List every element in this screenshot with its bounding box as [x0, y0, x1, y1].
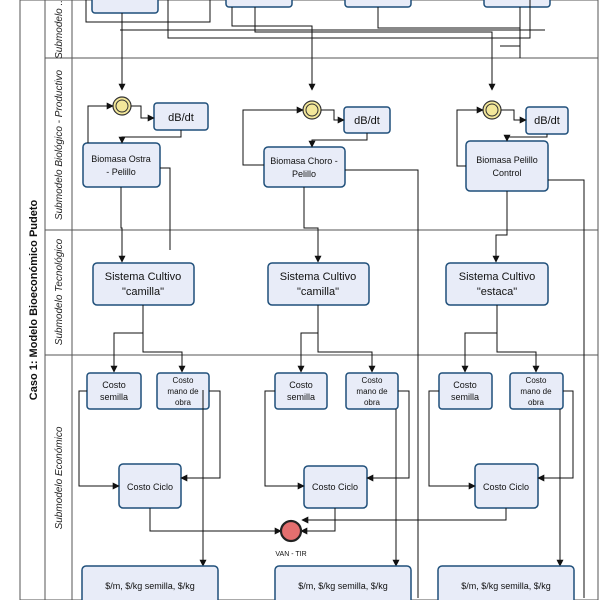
costo-ciclo-3-label: Costo Ciclo	[483, 482, 529, 492]
precios-box-2[interactable]	[274, 565, 412, 600]
sistema-1-line-2: "camilla"	[122, 286, 164, 298]
biomasa-3-line-2: Control	[492, 168, 521, 178]
biomasa-ostra-pelillo[interactable]	[82, 142, 161, 188]
costo-mano-3-l1: Costo	[526, 376, 547, 385]
costo-semilla-3[interactable]	[438, 372, 493, 410]
costo-ciclo-1-label: Costo Ciclo	[127, 482, 173, 492]
costo-semilla-3-l1: Costo	[453, 380, 477, 390]
biomasa-pelillo-control[interactable]	[465, 140, 549, 192]
costo-mano-2-l2: mano de	[356, 387, 388, 396]
rate-label-1: dB/dt	[168, 112, 194, 124]
top-box-3[interactable]	[344, 0, 412, 8]
sistema-3-line-1: Sistema Cultivo	[459, 271, 535, 283]
sistema-cultivo-camilla-2[interactable]	[267, 262, 370, 306]
top-box-1[interactable]	[91, 0, 159, 14]
costo-semilla-2-l1: Costo	[289, 380, 313, 390]
rate-label-3: dB/dt	[534, 115, 560, 127]
costo-semilla-3-l2: semilla	[451, 392, 479, 402]
lane-label-economico: Submodelo Económico	[54, 426, 65, 529]
biomasa-1-line-2: - Pelillo	[106, 167, 136, 177]
lane-label-tecnologico: Submodelo Tecnológico	[54, 238, 65, 345]
costo-mano-2-l1: Costo	[362, 376, 383, 385]
biomasa-choro-pelillo[interactable]	[263, 146, 346, 188]
costo-mano-3-l2: mano de	[520, 387, 552, 396]
biomasa-1-line-1: Biomasa Ostra	[91, 154, 151, 164]
van-tir-end-event	[279, 519, 303, 543]
biomasa-2-line-2: Pelillo	[292, 169, 316, 179]
biomasa-2-line-1: Biomasa Choro -	[270, 156, 338, 166]
costo-mano-2-l3: obra	[364, 398, 381, 407]
costo-semilla-2[interactable]	[274, 372, 328, 410]
sistema-1-line-1: Sistema Cultivo	[105, 271, 181, 283]
top-box-4[interactable]	[483, 0, 551, 8]
sistema-cultivo-camilla-1[interactable]	[92, 262, 195, 306]
top-box-2[interactable]	[225, 0, 293, 8]
sistema-3-line-2: "estaca"	[477, 286, 517, 298]
costo-mano-1-l1: Costo	[173, 376, 194, 385]
precios-box-1[interactable]	[81, 565, 219, 600]
van-tir-label: VAN - TIR	[275, 551, 306, 558]
precios-2-label: $/m, $/kg semilla, $/kg	[298, 581, 388, 591]
precios-box-3[interactable]	[437, 565, 575, 600]
costo-mano-1-l2: mano de	[167, 387, 199, 396]
costo-semilla-1-l2: semilla	[100, 392, 128, 402]
costo-ciclo-2-label: Costo Ciclo	[312, 482, 358, 492]
costo-semilla-2-l2: semilla	[287, 392, 315, 402]
lane-label-top: Submodelo ...	[54, 0, 65, 59]
precios-3-label: $/m, $/kg semilla, $/kg	[461, 581, 551, 591]
costo-semilla-1-l1: Costo	[102, 380, 126, 390]
sistema-cultivo-estaca[interactable]	[445, 262, 549, 306]
pool-title: Caso 1: Modelo Bioeconómico Pudeto	[28, 199, 40, 400]
biomasa-3-line-1: Biomasa Pelillo	[476, 155, 538, 165]
lane-label-biologico: Submodelo Biológico - Productivo	[54, 70, 65, 221]
sistema-2-line-1: Sistema Cultivo	[280, 271, 356, 283]
pool-frame	[19, 0, 599, 600]
precios-1-label: $/m, $/kg semilla, $/kg	[105, 581, 195, 591]
costo-mano-1-l3: obra	[175, 398, 192, 407]
costo-semilla-1[interactable]	[86, 372, 142, 410]
sistema-2-line-2: "camilla"	[297, 286, 339, 298]
rate-label-2: dB/dt	[354, 115, 380, 127]
costo-mano-3-l3: obra	[528, 398, 545, 407]
